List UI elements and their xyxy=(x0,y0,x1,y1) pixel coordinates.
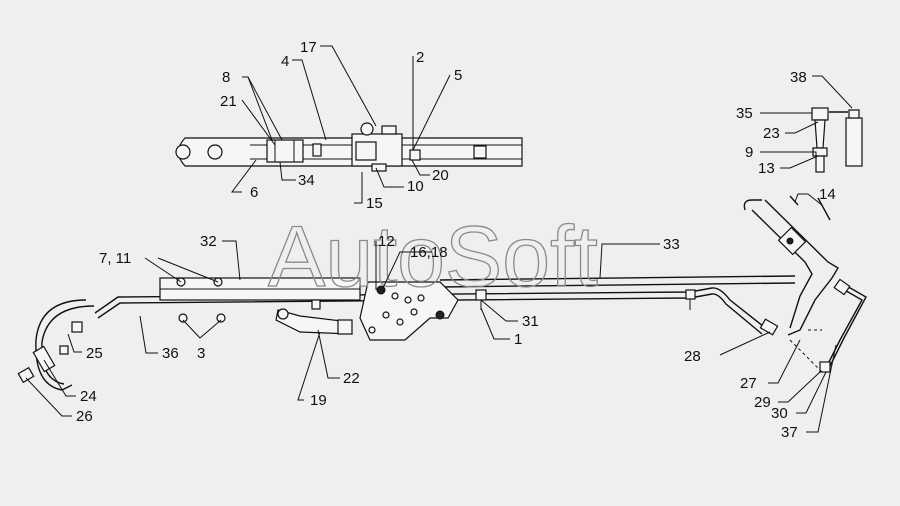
callout-1: 1 xyxy=(514,331,522,348)
callout-7-11: 7, 11 xyxy=(99,250,131,267)
callout-26: 26 xyxy=(76,408,93,425)
callout-33: 33 xyxy=(663,236,680,253)
callout-2: 2 xyxy=(416,49,424,66)
callout-15: 15 xyxy=(366,195,383,212)
callout-9: 9 xyxy=(745,144,753,161)
callout-3: 3 xyxy=(197,345,205,362)
callout-17: 17 xyxy=(300,39,317,56)
callout-20: 20 xyxy=(432,167,449,184)
callout-22: 22 xyxy=(343,370,360,387)
callout-36: 36 xyxy=(162,345,179,362)
callout-21: 21 xyxy=(220,93,237,110)
callout-10: 10 xyxy=(407,178,424,195)
callout-25: 25 xyxy=(86,345,103,362)
callout-13: 13 xyxy=(758,160,775,177)
callout-34: 34 xyxy=(298,172,315,189)
callout-6: 6 xyxy=(250,184,258,201)
callout-35: 35 xyxy=(736,105,753,122)
top-detail-view xyxy=(175,122,523,172)
callout-27: 27 xyxy=(740,375,757,392)
callout-labels: 17 4 2 5 8 21 34 6 10 20 15 38 35 23 9 1… xyxy=(76,39,836,441)
callout-5: 5 xyxy=(454,67,462,84)
callout-30: 30 xyxy=(771,405,788,422)
callout-23: 23 xyxy=(763,125,780,142)
callout-16-18: 16,18 xyxy=(410,244,448,261)
callout-8: 8 xyxy=(222,69,230,86)
callout-24: 24 xyxy=(80,388,97,405)
callout-32: 32 xyxy=(200,233,217,250)
callout-4: 4 xyxy=(281,53,289,70)
main-assembly xyxy=(17,199,867,391)
callout-37: 37 xyxy=(781,424,798,441)
valve-detail-view xyxy=(789,107,863,221)
leader-lines xyxy=(25,45,853,433)
callout-12: 12 xyxy=(378,233,395,250)
callout-31: 31 xyxy=(522,313,539,330)
callout-28: 28 xyxy=(684,348,701,365)
callout-29: 29 xyxy=(754,394,771,411)
callout-38: 38 xyxy=(790,69,807,86)
callout-14: 14 xyxy=(819,186,836,203)
watermark-text: AutoSoft xyxy=(268,209,598,305)
callout-19: 19 xyxy=(310,392,327,409)
